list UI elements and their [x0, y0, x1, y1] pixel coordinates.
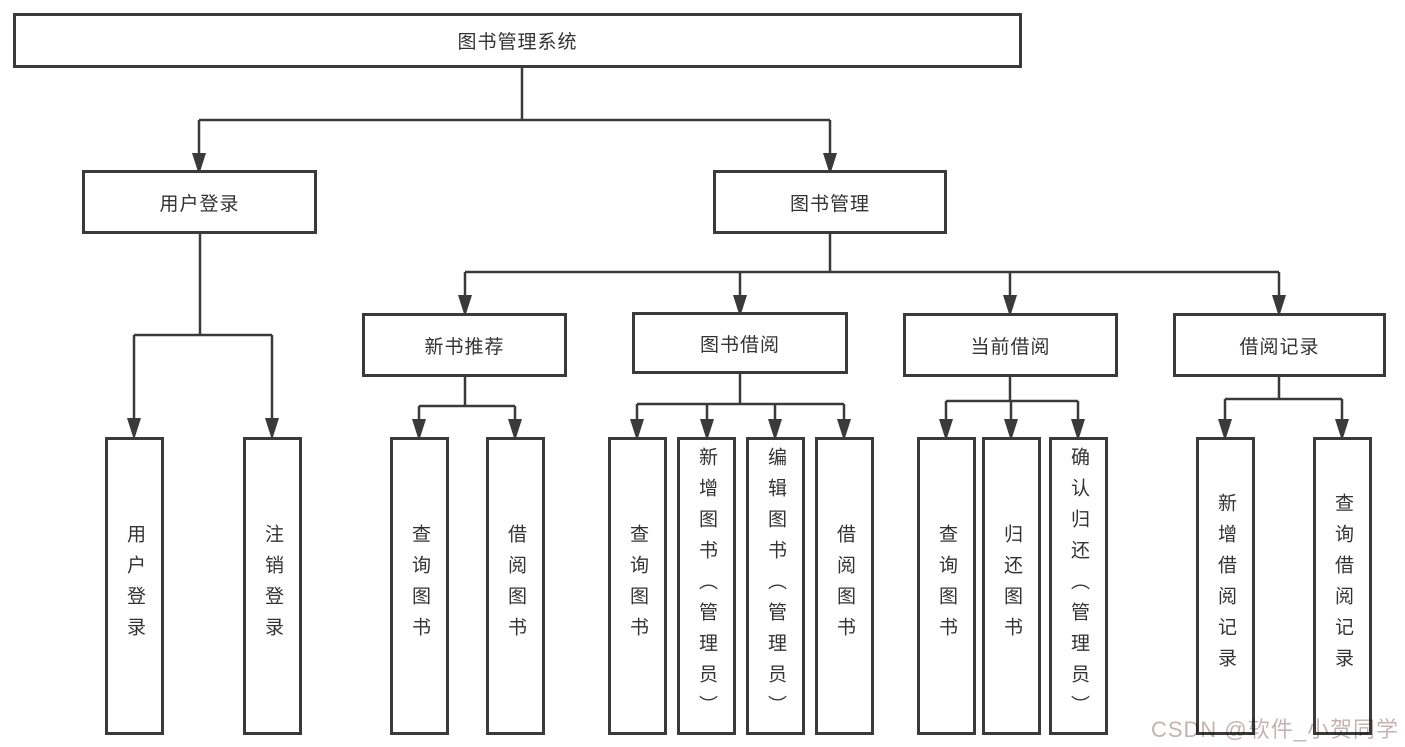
node-label: 注销登录: [262, 524, 283, 648]
node-label: 图书管理系统: [457, 32, 578, 53]
leaf-query-borrow-record: 查询借阅记录: [1313, 437, 1372, 735]
node-label: 借阅图书: [505, 524, 526, 648]
node-label: 查询图书: [936, 524, 957, 648]
node-label: 新增图书（管理员）: [696, 446, 717, 726]
leaf-add-books-admin: 新增图书（管理员）: [677, 437, 736, 735]
node-label: 借阅记录: [1239, 336, 1320, 358]
csdn-watermark: CSDN @软件_小贺同学: [1150, 717, 1399, 742]
leaf-add-borrow-record: 新增借阅记录: [1196, 437, 1255, 735]
node-label: 图书管理: [789, 193, 870, 215]
node-label: 确认归还（管理员）: [1068, 446, 1089, 726]
node-label: 查询借阅记录: [1332, 493, 1353, 679]
node-library-management-system: 图书管理系统: [13, 13, 1022, 68]
node-label: 用户登录: [159, 193, 240, 215]
node-book-borrowing: 图书借阅: [632, 312, 848, 374]
node-borrowing-records: 借阅记录: [1173, 313, 1386, 377]
leaf-return-books: 归还图书: [982, 437, 1041, 735]
node-current-borrowing: 当前借阅: [903, 313, 1118, 377]
leaf-query-books-recommend: 查询图书: [390, 437, 449, 735]
node-label: 查询图书: [627, 524, 648, 648]
node-label: 借阅图书: [834, 524, 855, 648]
node-label: 归还图书: [1001, 524, 1022, 648]
leaf-query-books-current: 查询图书: [917, 437, 976, 735]
node-book-management: 图书管理: [713, 170, 947, 234]
node-label: 查询图书: [409, 524, 430, 648]
leaf-query-books-borrowing: 查询图书: [608, 437, 667, 735]
node-label: 新书推荐: [424, 336, 505, 358]
leaf-logout: 注销登录: [243, 437, 302, 735]
leaf-user-login: 用户登录: [105, 437, 164, 735]
node-new-book-recommend: 新书推荐: [362, 313, 567, 377]
leaf-borrow-books-recommend: 借阅图书: [486, 437, 545, 735]
node-label: 图书借阅: [699, 334, 780, 356]
node-label: 新增借阅记录: [1215, 493, 1236, 679]
node-label: 用户登录: [124, 524, 145, 648]
leaf-edit-books-admin: 编辑图书（管理员）: [746, 437, 805, 735]
leaf-borrow-books: 借阅图书: [815, 437, 874, 735]
leaf-confirm-return-admin: 确认归还（管理员）: [1049, 437, 1108, 735]
node-user-login: 用户登录: [82, 170, 317, 234]
node-label: 编辑图书（管理员）: [765, 446, 786, 726]
node-label: 当前借阅: [970, 336, 1051, 358]
